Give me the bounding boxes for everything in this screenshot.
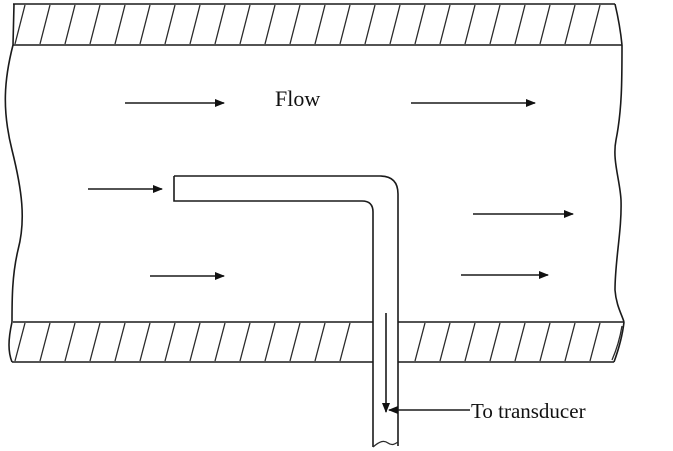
- hatch-line: [214, 322, 226, 362]
- hatch-line: [289, 4, 301, 45]
- hatch-line: [239, 322, 251, 362]
- hatch-line: [214, 4, 226, 45]
- hatch-line: [289, 322, 301, 362]
- hatch-line: [14, 4, 26, 45]
- hatch-line: [414, 322, 426, 362]
- top-wall-hatching: [14, 4, 601, 45]
- hatch-line: [339, 322, 351, 362]
- hatch-line: [539, 4, 551, 45]
- pitot-tube-outer-wall: [174, 175, 399, 446]
- hatch-line: [114, 4, 126, 45]
- hatch-line: [139, 4, 151, 45]
- hatch-line: [14, 322, 26, 362]
- hatch-line: [489, 4, 501, 45]
- hatch-line: [564, 322, 576, 362]
- hatch-line: [64, 322, 76, 362]
- hatch-line: [314, 322, 326, 362]
- hatch-line: [39, 322, 51, 362]
- hatch-line: [189, 322, 201, 362]
- hatch-line: [164, 4, 176, 45]
- pitot-tube-inner-wall: [173, 176, 374, 447]
- hatch-line: [264, 322, 276, 362]
- top-wall-right-edge: [614, 3, 623, 46]
- bottom-wall-right-edge-shade: [611, 325, 623, 361]
- hatch-line: [514, 322, 526, 362]
- hatch-line: [539, 322, 551, 362]
- hatch-line: [314, 4, 326, 45]
- pipe-right-break-line: [614, 44, 625, 323]
- hatch-line: [364, 4, 376, 45]
- hatch-line: [564, 4, 576, 45]
- hatch-line: [89, 4, 101, 45]
- hatch-line: [39, 4, 51, 45]
- hatch-line: [464, 4, 476, 45]
- transducer-label: To transducer: [471, 399, 586, 423]
- pipe-top-wall: [13, 3, 623, 46]
- pipe-left-break-line: [4, 3, 24, 363]
- hatch-line: [339, 4, 351, 45]
- hatch-line: [439, 322, 451, 362]
- hatch-line: [464, 322, 476, 362]
- hatch-line: [439, 4, 451, 45]
- hatch-line: [264, 4, 276, 45]
- hatch-line: [164, 322, 176, 362]
- bottom-wall-right-edge: [613, 321, 625, 363]
- hatch-line: [114, 322, 126, 362]
- bottom-wall-hatching: [14, 322, 601, 362]
- hatch-line: [514, 4, 526, 45]
- hatch-line: [189, 4, 201, 45]
- pipe-bottom-wall: [12, 321, 625, 363]
- hatch-line: [489, 322, 501, 362]
- hatch-line: [589, 322, 601, 362]
- hatch-line: [64, 4, 76, 45]
- pitot-tube: [173, 175, 399, 448]
- pitot-tube-break: [372, 440, 399, 448]
- hatch-line: [389, 4, 401, 45]
- hatch-line: [239, 4, 251, 45]
- hatch-line: [139, 322, 151, 362]
- hatch-line: [414, 4, 426, 45]
- hatch-line: [589, 4, 601, 45]
- flow-label: Flow: [275, 86, 320, 111]
- hatch-line: [89, 322, 101, 362]
